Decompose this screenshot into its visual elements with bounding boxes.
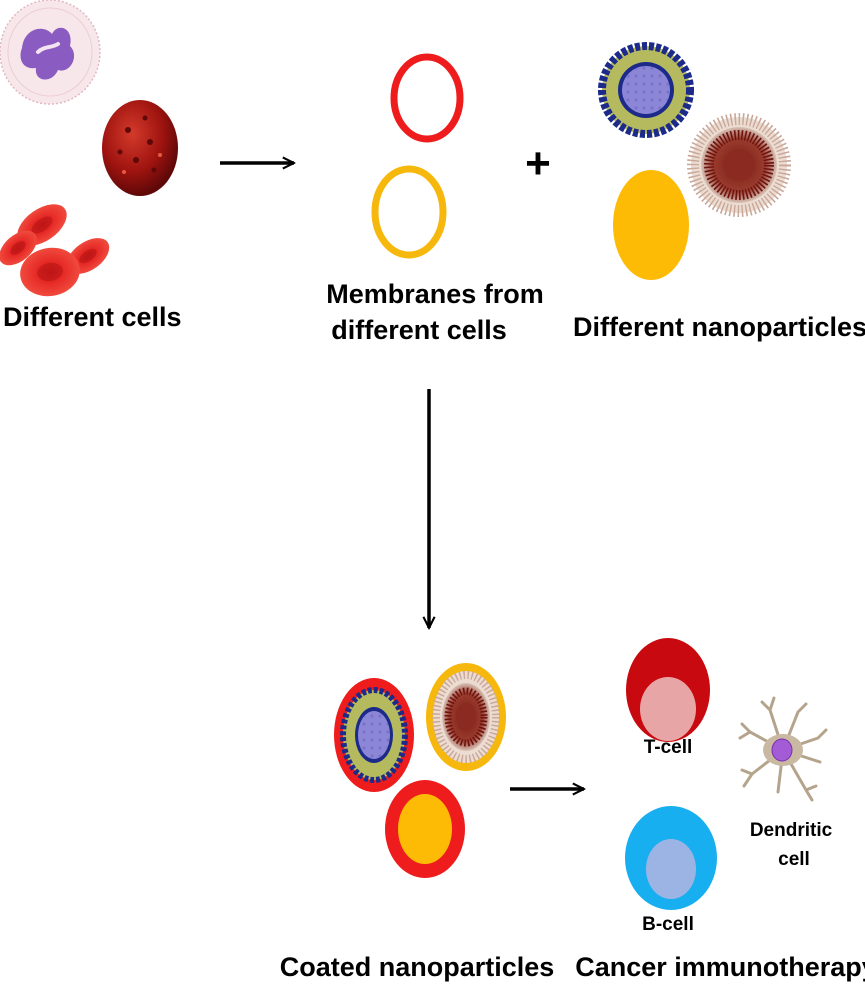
label-b-cell: B-cell [642, 914, 694, 935]
solid-nanoparticle-icon [613, 170, 689, 280]
red-coated-liposome-icon [334, 678, 414, 792]
red-blood-cells-icon [0, 204, 110, 297]
label-coated-nanoparticles: Coated nanoparticles [280, 952, 555, 982]
nanoparticles-group [598, 42, 791, 280]
coated-nanoparticles-group [334, 663, 506, 878]
label-different-nanoparticles: Different nanoparticles [573, 312, 865, 342]
white-blood-cell-icon [0, 0, 101, 105]
label-dendritic-line2: cell [778, 849, 810, 870]
t-cell-icon [626, 638, 710, 742]
membranes-group [371, 53, 464, 259]
yellow-membrane-ring [371, 165, 447, 259]
tumor-cell-icon [102, 100, 178, 196]
liposome-nanoparticle-icon [598, 42, 694, 138]
label-t-cell: T-cell [644, 737, 693, 758]
different-cells-group [0, 0, 178, 297]
b-cell-icon [625, 806, 717, 910]
label-dendritic-line1: Dendritic [750, 820, 833, 841]
label-different-cells: Different cells [3, 302, 182, 332]
red-membrane-ring [390, 53, 464, 143]
label-membranes-line1: Membranes from [326, 279, 544, 309]
immune-cells-group: T-cell B-cell Dendritic cell [625, 638, 833, 935]
dendritic-cell-icon [738, 696, 828, 802]
red-coated-solid-icon [385, 780, 465, 878]
plus-icon: + [525, 139, 551, 188]
spiky-nanoparticle-icon [687, 113, 791, 217]
yellow-coated-spiky-icon [426, 663, 506, 771]
label-cancer-immunotherapy: Cancer immunotherapy [575, 952, 865, 982]
label-membranes-line2: different cells [331, 315, 507, 345]
